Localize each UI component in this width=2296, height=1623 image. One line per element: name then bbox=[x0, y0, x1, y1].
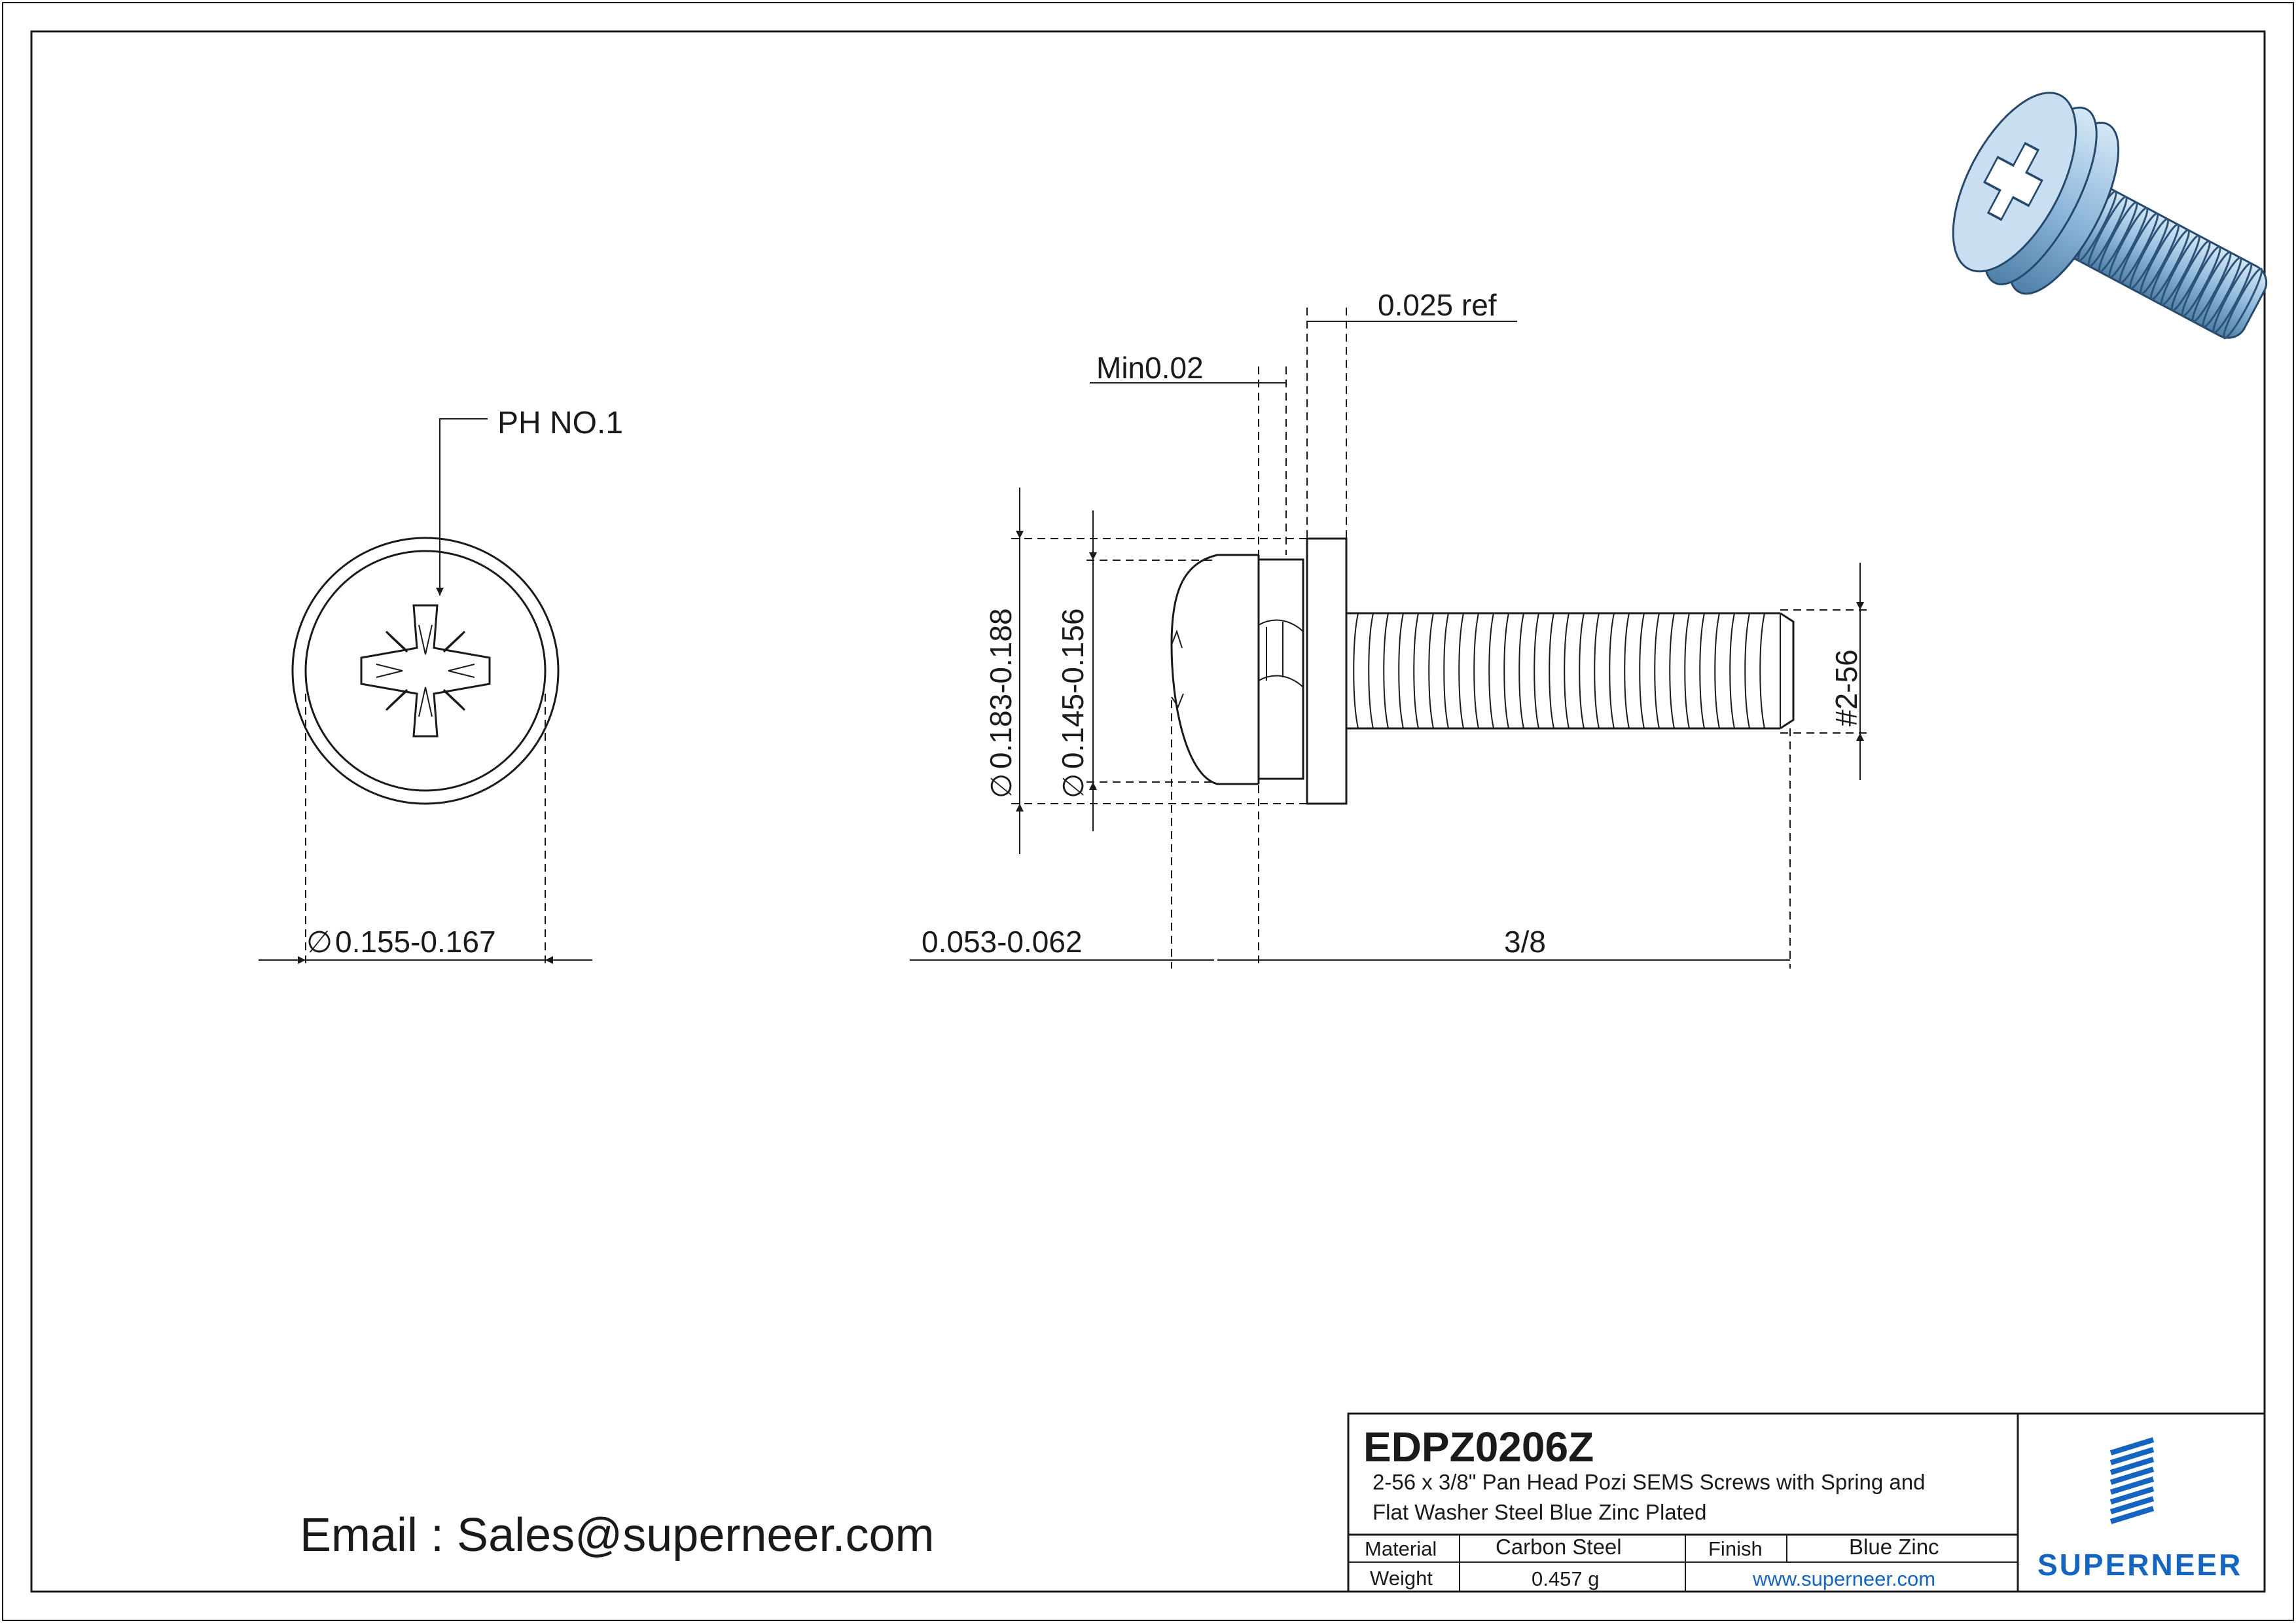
thread-crest bbox=[1503, 613, 1509, 729]
thread-crest bbox=[1458, 613, 1464, 729]
logo-stripe bbox=[2109, 1457, 2155, 1475]
thread-crest bbox=[1729, 613, 1735, 729]
thread-crest bbox=[1759, 613, 1765, 729]
part-number: EDPZ0206Z bbox=[1363, 1423, 1594, 1471]
diameter-symbol-washer: ∅ bbox=[986, 774, 1018, 798]
thread-crest bbox=[1473, 613, 1479, 729]
logo-stripe bbox=[2109, 1476, 2155, 1495]
render-thread-ring bbox=[2149, 228, 2190, 301]
render-thread-ring bbox=[2087, 196, 2128, 268]
render-thread-ring bbox=[2129, 218, 2170, 290]
thread-crest bbox=[1669, 613, 1675, 729]
render-thread-ring bbox=[2140, 223, 2180, 295]
diameter-symbol-head: ∅ bbox=[1058, 774, 1090, 798]
dim-length: 3/8 bbox=[1504, 925, 1546, 959]
render-thread-ring bbox=[2108, 207, 2149, 279]
label-ph-no1: PH NO.1 bbox=[497, 406, 623, 440]
logo-stripe bbox=[2109, 1437, 2155, 1455]
diameter-symbol-front: ∅ bbox=[306, 925, 332, 959]
thread-crest bbox=[1609, 613, 1615, 729]
pozi-recess-icon bbox=[360, 604, 491, 738]
thread-crest bbox=[1714, 613, 1720, 729]
dim-head-diameter-front: 0.155-0.167 bbox=[335, 925, 496, 959]
dim-min-gap: Min0.02 bbox=[1096, 351, 1204, 385]
thread-crest bbox=[1534, 613, 1539, 729]
dim-thread-size: #2-56 bbox=[1829, 649, 1863, 726]
render-thread-ring bbox=[2181, 245, 2221, 317]
render-thread-ring bbox=[2191, 251, 2232, 323]
dim-head-height: 0.053-0.062 bbox=[922, 925, 1083, 959]
logo-stripe bbox=[2109, 1467, 2155, 1485]
dim-ref-washer-thickness: 0.025 ref bbox=[1378, 288, 1497, 322]
logo-stripe bbox=[2109, 1506, 2155, 1524]
render-thread-ring bbox=[2119, 212, 2159, 284]
thread-lines bbox=[1353, 613, 1765, 729]
thread-shank bbox=[1346, 612, 1795, 730]
thread-crest bbox=[1353, 613, 1359, 729]
thread-crest bbox=[1624, 613, 1630, 729]
pan-head-profile bbox=[1170, 554, 1259, 785]
thread-crest bbox=[1639, 613, 1645, 729]
title-block bbox=[1347, 1412, 2266, 1593]
thread-crest bbox=[1413, 613, 1419, 729]
thread-crest bbox=[1428, 613, 1434, 729]
dim-head-diameter: 0.145-0.156 bbox=[1056, 608, 1090, 769]
thread-crest bbox=[1654, 613, 1660, 729]
superneer-logo-icon bbox=[2109, 1437, 2155, 1524]
website-link[interactable]: www.superneer.com bbox=[1752, 1567, 1935, 1590]
thread-crest bbox=[1398, 613, 1404, 729]
thread-crest bbox=[1488, 613, 1494, 729]
weight-value: 0.457 g bbox=[1532, 1567, 1599, 1590]
material-label: Material bbox=[1365, 1537, 1437, 1560]
render-thread-ring bbox=[2170, 240, 2211, 312]
inner-border bbox=[30, 30, 2266, 1593]
render-thread-ring bbox=[2202, 257, 2242, 329]
material-value: Carbon Steel bbox=[1496, 1535, 1622, 1559]
contact-email: Email : Sales@superneer.com bbox=[300, 1509, 935, 1561]
thread-crest bbox=[1579, 613, 1585, 729]
screw-3d-render bbox=[1952, 92, 2268, 340]
thread-crest bbox=[1368, 613, 1374, 729]
logo-stripe bbox=[2109, 1486, 2155, 1505]
logo-stripe bbox=[2109, 1496, 2155, 1514]
thread-crest bbox=[1443, 613, 1449, 729]
brand-name: SUPERNEER bbox=[2037, 1548, 2242, 1582]
finish-label: Finish bbox=[1708, 1537, 1763, 1560]
render-thread-ring bbox=[2098, 201, 2138, 273]
description-line-2: Flat Washer Steel Blue Zinc Plated bbox=[1372, 1500, 1707, 1524]
thread-crest bbox=[1549, 613, 1554, 729]
front-view bbox=[259, 418, 592, 969]
render-thread-ring bbox=[2212, 262, 2253, 334]
logo-stripe bbox=[2109, 1447, 2155, 1465]
side-view bbox=[910, 308, 1872, 969]
dim-washer-diameter: 0.183-0.188 bbox=[984, 608, 1018, 769]
weight-label: Weight bbox=[1370, 1567, 1433, 1590]
thread-crest bbox=[1594, 613, 1600, 729]
thread-crest bbox=[1699, 613, 1705, 729]
render-thread-ring bbox=[2160, 234, 2200, 306]
thread-crest bbox=[1564, 613, 1570, 729]
finish-value: Blue Zinc bbox=[1849, 1535, 1939, 1559]
thread-crest bbox=[1684, 613, 1690, 729]
thread-crest bbox=[1383, 613, 1389, 729]
render-thread-ring bbox=[2223, 268, 2263, 340]
thread-crest bbox=[1518, 613, 1524, 729]
thread-crest bbox=[1744, 613, 1750, 729]
description-line-1: 2-56 x 3/8" Pan Head Pozi SEMS Screws wi… bbox=[1372, 1470, 1925, 1494]
